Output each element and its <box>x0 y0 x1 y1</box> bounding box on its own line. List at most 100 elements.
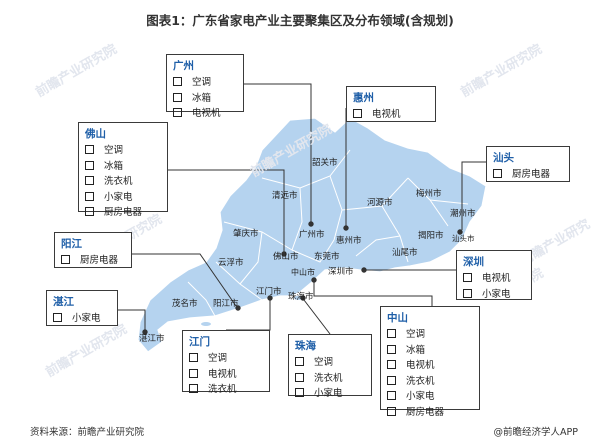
list-item: 厨房电器 <box>85 205 161 221</box>
cluster-box-yangjiang: 阳江 厨房电器 <box>54 232 132 268</box>
cluster-name: 广州 <box>173 60 194 72</box>
list-item: 洗衣机 <box>387 374 473 390</box>
cluster-name: 珠海 <box>295 340 316 352</box>
city-label: 江门市 <box>256 287 282 297</box>
list-item: 电视机 <box>463 271 525 287</box>
cluster-box-zhanjiang: 湛江 小家电 <box>46 290 118 326</box>
checkbox-icon <box>387 406 396 416</box>
city-label: 揭阳市 <box>418 231 444 241</box>
list-item: 空调 <box>173 75 237 91</box>
list-item: 小家电 <box>53 311 111 327</box>
cluster-box-jiangmen: 江门 空调 电视机 洗衣机 <box>182 330 270 395</box>
list-item: 厨房电器 <box>493 167 563 183</box>
city-label: 珠海市 <box>288 292 314 302</box>
cluster-box-huizhou: 惠州 电视机 <box>346 86 436 122</box>
checkbox-icon <box>295 388 304 397</box>
cluster-name: 汕头 <box>493 152 514 164</box>
guangdong-province-shape <box>137 117 487 353</box>
checkbox-icon <box>85 176 94 185</box>
city-label: 广州市 <box>299 230 325 240</box>
city-label: 肇庆市 <box>233 229 259 239</box>
list-item: 厨房电器 <box>61 253 125 269</box>
list-item: 冰箱 <box>387 343 473 359</box>
cluster-name: 惠州 <box>353 92 374 104</box>
city-label: 湛江市 <box>139 334 165 344</box>
city-label: 清远市 <box>272 191 298 201</box>
list-item: 洗衣机 <box>189 382 263 398</box>
list-item: 空调 <box>189 351 263 367</box>
list-item: 厨房电器 <box>387 405 473 421</box>
list-item: 电视机 <box>189 367 263 383</box>
cluster-box-guangzhou: 广州 空调 冰箱 电视机 <box>166 54 244 119</box>
checkbox-icon <box>85 160 94 170</box>
checkbox-icon <box>85 145 94 154</box>
cluster-name: 深圳 <box>463 256 484 268</box>
city-label: 惠州市 <box>336 236 362 246</box>
city-label: 茂名市 <box>172 299 198 309</box>
cluster-name: 佛山 <box>85 128 106 140</box>
checkbox-icon <box>53 313 62 322</box>
list-item: 空调 <box>387 327 473 343</box>
cluster-name: 湛江 <box>53 296 74 308</box>
list-item: 空调 <box>85 143 161 159</box>
list-item: 小家电 <box>295 386 365 402</box>
checkbox-icon <box>387 360 396 369</box>
cluster-box-foshan: 佛山 空调 冰箱 洗衣机 小家电 厨房电器 <box>78 122 168 218</box>
checkbox-icon <box>295 357 304 366</box>
checkbox-icon <box>463 288 472 298</box>
source-note: 资料来源：前瞻产业研究院 <box>30 427 145 438</box>
checkbox-icon <box>387 344 396 354</box>
list-item: 洗衣机 <box>295 371 365 387</box>
city-label: 深圳市 <box>328 267 354 277</box>
list-item: 电视机 <box>387 358 473 374</box>
city-label: 中山市 <box>291 268 315 277</box>
checkbox-icon <box>85 207 94 216</box>
cluster-box-shantou: 汕头 厨房电器 <box>486 146 570 182</box>
cluster-box-shenzhen: 深圳 电视机 小家电 <box>456 250 532 300</box>
city-label: 韶关市 <box>312 158 338 168</box>
list-item: 小家电 <box>463 287 525 303</box>
cluster-box-zhuhai: 珠海 空调 洗衣机 小家电 <box>288 334 372 399</box>
cluster-name: 中山 <box>387 312 408 324</box>
list-item: 小家电 <box>387 389 473 405</box>
cluster-box-zhongshan: 中山 空调 冰箱 电视机 洗衣机 小家电 厨房电器 <box>380 306 480 418</box>
city-label: 梅州市 <box>416 189 442 199</box>
list-item: 冰箱 <box>85 159 161 175</box>
list-item: 洗衣机 <box>85 174 161 190</box>
city-label: 河源市 <box>367 198 393 208</box>
city-label: 云浮市 <box>218 258 244 268</box>
city-label: 阳江市 <box>213 299 239 309</box>
city-label: 汕头市 <box>452 234 475 243</box>
checkbox-icon <box>387 375 396 385</box>
city-label: 汕尾市 <box>392 248 418 258</box>
city-label: 东莞市 <box>314 252 340 262</box>
checkbox-icon <box>387 329 396 338</box>
chart-title: 图表1：广东省家电产业主要聚集区及分布领域(含规划) <box>146 13 454 28</box>
credit-note: @前瞻经济学人APP <box>493 427 578 438</box>
checkbox-icon <box>189 353 198 362</box>
checkbox-icon <box>463 273 472 282</box>
list-item: 小家电 <box>85 190 161 206</box>
list-item: 电视机 <box>173 106 237 122</box>
checkbox-icon <box>173 108 182 117</box>
checkbox-icon <box>387 391 396 400</box>
checkbox-icon <box>493 169 502 178</box>
checkbox-icon <box>85 191 94 201</box>
list-item: 电视机 <box>353 107 429 123</box>
checkbox-icon <box>189 384 198 393</box>
checkbox-icon <box>173 77 182 86</box>
cluster-name: 阳江 <box>61 238 82 250</box>
cluster-name: 江门 <box>189 336 210 348</box>
list-item: 空调 <box>295 355 365 371</box>
checkbox-icon <box>295 372 304 382</box>
checkbox-icon <box>189 368 198 378</box>
checkbox-icon <box>353 109 362 118</box>
list-item: 冰箱 <box>173 91 237 107</box>
leader-lines <box>118 83 486 335</box>
checkbox-icon <box>173 92 182 102</box>
checkbox-icon <box>61 255 70 264</box>
city-label: 潮州市 <box>450 209 476 219</box>
city-label: 佛山市 <box>273 252 299 262</box>
city-boundaries <box>187 149 469 317</box>
